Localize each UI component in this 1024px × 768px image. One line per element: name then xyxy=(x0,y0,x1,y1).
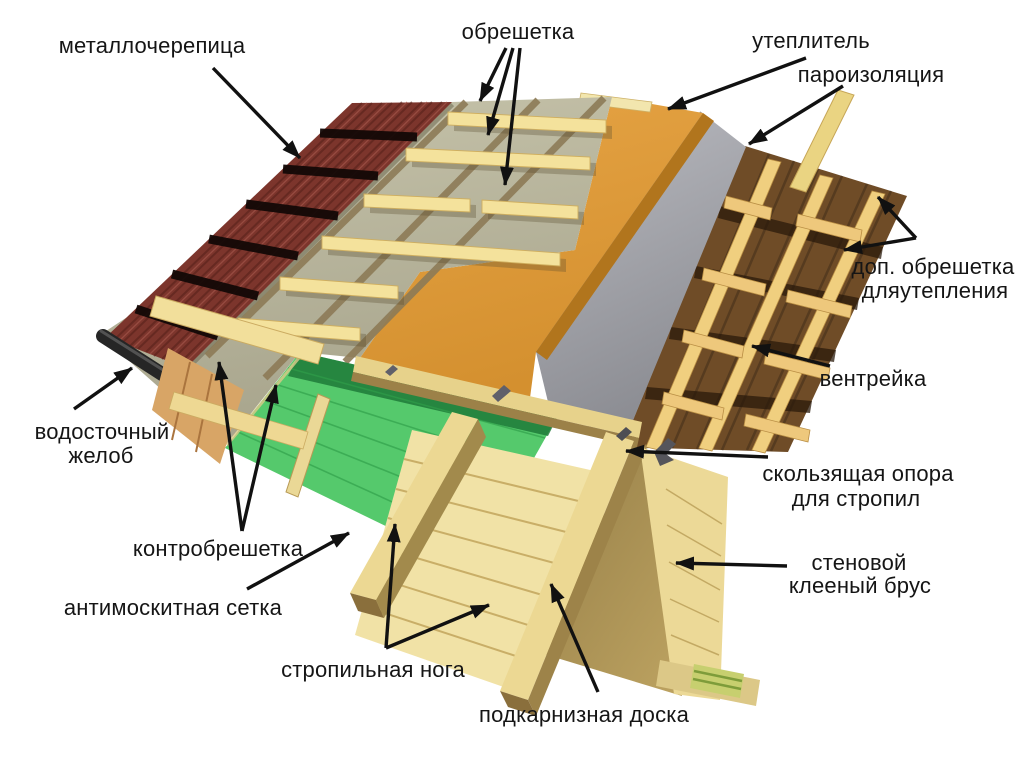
rafter-right xyxy=(500,432,642,716)
arrow-vapor-barrier xyxy=(748,84,844,146)
callout-arrows xyxy=(73,47,918,693)
label-eave-board: подкарнизная доска xyxy=(478,702,690,727)
metal-tile-layer xyxy=(106,101,452,368)
arrow-gutter xyxy=(73,366,133,411)
extra-battens-grid xyxy=(645,158,886,454)
label-battens: обрешетка xyxy=(461,19,575,44)
arrow-mosquito-mesh xyxy=(246,531,350,591)
arrow-battens-2 xyxy=(486,47,515,136)
arrow-battens-3 xyxy=(500,47,522,186)
label-sliding-support-line2: для стропил xyxy=(791,486,921,511)
label-wall-glulam-line2: клееный брус xyxy=(788,573,932,598)
label-extra-battens-line1: доп. обрешетка xyxy=(851,254,1015,279)
arrow-sliding-support xyxy=(625,444,769,459)
arrow-rafter-leg-2 xyxy=(385,603,490,650)
label-counter-battens: контробрешетка xyxy=(132,536,304,561)
arrow-counter-battens-2 xyxy=(240,384,279,532)
arrow-extra-battens-2 xyxy=(843,236,917,254)
counter-batten-board xyxy=(285,393,331,498)
label-wall-glulam-line1: стеновой xyxy=(811,550,907,575)
arrow-battens-1 xyxy=(478,47,508,102)
label-extra-battens-line2: дляутепления xyxy=(861,278,1009,303)
label-gutter-line1: водосточный xyxy=(34,419,170,444)
arrow-metal-tile xyxy=(211,66,302,160)
label-vapor-barrier: пароизоляция xyxy=(797,62,945,87)
arrow-rafter-leg-1 xyxy=(384,523,401,649)
arrow-wall-glulam xyxy=(675,556,788,571)
label-mosquito-mesh: антимоскитная сетка xyxy=(63,595,283,620)
eave-assembly xyxy=(149,295,325,464)
label-gutter-line2: желоб xyxy=(68,443,134,468)
label-vent-batten: вентрейка xyxy=(819,366,927,391)
arrow-extra-battens-1 xyxy=(876,195,918,240)
arrow-eave-board xyxy=(549,583,600,693)
label-metal-tile: металлочерепица xyxy=(58,33,246,58)
label-sliding-support-line1: скользящая опора xyxy=(762,461,954,486)
label-insulation: утеплитель xyxy=(752,28,870,53)
arrow-vent-batten xyxy=(751,343,831,368)
label-rafter-leg: стропильная нога xyxy=(281,657,465,682)
rafter-left xyxy=(350,412,486,618)
ridge-board xyxy=(789,89,855,193)
arrow-counter-battens-1 xyxy=(214,361,244,532)
arrow-insulation xyxy=(667,56,807,111)
